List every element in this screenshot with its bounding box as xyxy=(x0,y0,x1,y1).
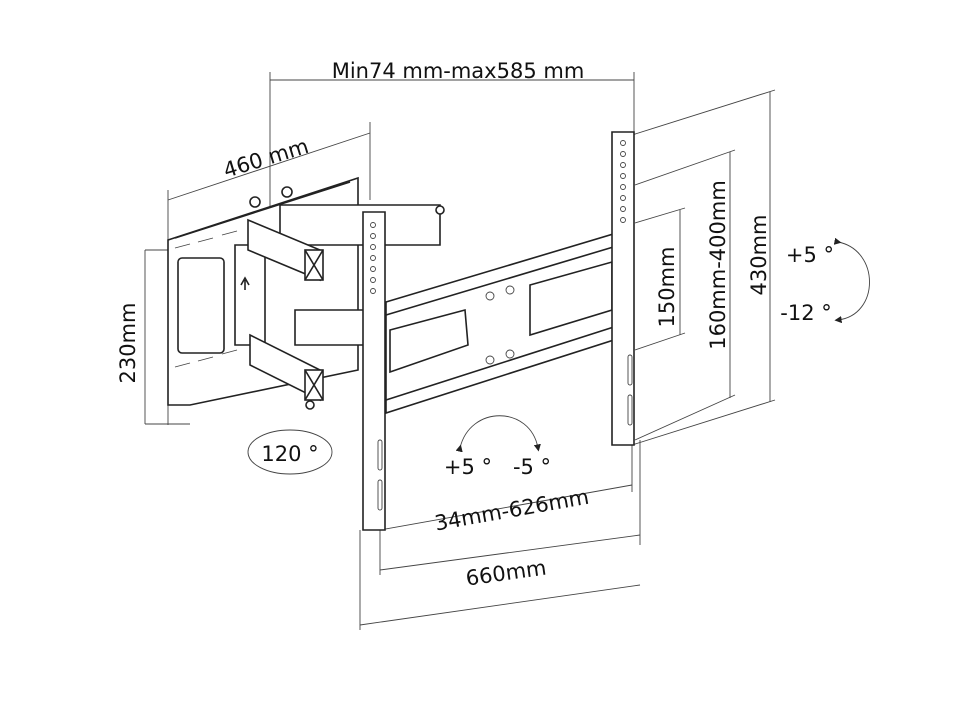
bracket-width-label: 660mm xyxy=(464,556,548,591)
dimension-lines xyxy=(144,72,776,630)
inner-hole-spacing-label: 150mm xyxy=(655,247,679,328)
swivel-arrow xyxy=(247,429,333,475)
horizontal-vesa-label: 34mm-626mm xyxy=(433,485,591,536)
tilt-arrow xyxy=(833,237,870,324)
vertical-vesa-label: 160mm-400mm xyxy=(706,180,730,350)
bracket-height-label: 430mm xyxy=(747,215,771,296)
wall-plate-width-label: 460 mm xyxy=(221,134,312,183)
swivel-minus-label: -5 ° xyxy=(513,455,551,479)
tilt-down-label: -12 ° xyxy=(780,301,831,325)
swivel-plus-label: +5 ° xyxy=(444,455,492,479)
swivel-arrow-lr xyxy=(455,415,541,453)
tv-bracket xyxy=(362,131,635,531)
wall-plate-height-label: 230mm xyxy=(116,303,140,384)
swivel-label: 120 ° xyxy=(261,442,318,466)
tilt-up-label: +5 ° xyxy=(786,243,834,267)
wall-distance-label: Min74 mm-max585 mm xyxy=(332,59,585,83)
